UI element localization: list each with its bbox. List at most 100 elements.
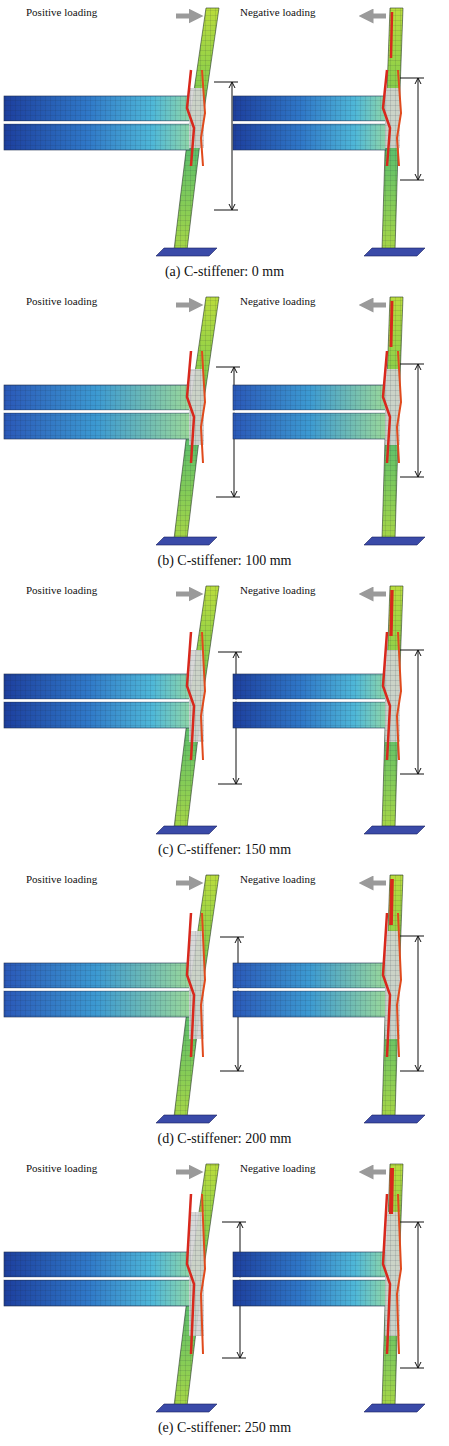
dimension-arrow <box>415 768 421 774</box>
dimension-tick <box>222 1222 246 1223</box>
beam-flange <box>233 413 386 439</box>
loading-label: Negative loading <box>240 873 315 885</box>
negative-loading-model <box>233 1164 425 1412</box>
stress-band <box>391 590 392 636</box>
beam-gap <box>233 700 386 702</box>
load-arrow <box>366 1170 386 1175</box>
negative-loading-model <box>233 8 425 256</box>
dimension-tick <box>218 784 242 785</box>
base-plate <box>364 826 425 834</box>
load-arrow <box>366 881 386 886</box>
dimension-tick <box>400 78 424 79</box>
beam-mesh <box>233 413 386 439</box>
dimension-arrow <box>415 471 421 477</box>
beam-gap <box>233 989 386 991</box>
loading-label: Positive loading <box>26 1162 97 1174</box>
beam-mesh <box>4 96 190 121</box>
dimension-tick <box>400 774 424 775</box>
beam-flange <box>4 1280 190 1306</box>
dimension-line <box>418 364 419 477</box>
loading-label: Positive loading <box>26 295 97 307</box>
beam-mesh <box>4 702 190 728</box>
column-mesh <box>382 1164 403 1406</box>
load-arrow <box>176 303 196 308</box>
load-arrow <box>176 1170 196 1175</box>
stress-band <box>391 879 392 925</box>
dimension-tick <box>220 937 244 938</box>
stress-band <box>187 632 194 760</box>
stress-band <box>201 1194 205 1354</box>
beam-gap <box>4 411 190 413</box>
beam-mesh <box>4 124 190 150</box>
beam-flange <box>233 991 386 1017</box>
dimension-tick <box>214 210 238 211</box>
base-plate <box>156 1404 217 1412</box>
column-mesh <box>382 586 403 828</box>
stress-band <box>397 632 401 760</box>
beam-flange <box>4 413 190 439</box>
beam-flange <box>4 96 190 121</box>
load-arrow <box>366 14 386 19</box>
stress-band <box>383 632 390 760</box>
loading-label: Negative loading <box>240 584 315 596</box>
stress-band <box>187 1194 194 1354</box>
dimension-arrow <box>415 1065 421 1071</box>
beam-flange <box>233 963 386 988</box>
beam-mesh <box>233 674 386 699</box>
column-mesh <box>382 8 403 250</box>
dimension-arrow <box>415 174 421 180</box>
dimension-tick <box>222 1358 246 1359</box>
loading-label: Positive loading <box>26 873 97 885</box>
stress-band <box>383 70 390 166</box>
stress-band <box>397 70 401 166</box>
beam-mesh <box>233 702 386 728</box>
panel-caption: (b) C-stiffener: 100 mm <box>158 553 292 569</box>
stress-band <box>397 913 401 1057</box>
beam-flange <box>4 991 190 1017</box>
beam-flange <box>4 124 190 150</box>
beam-mesh <box>233 385 386 410</box>
dimension-tick <box>400 1222 424 1223</box>
base-plate <box>156 248 217 256</box>
stress-band <box>391 1168 392 1214</box>
column <box>382 297 403 539</box>
beam-flange <box>4 385 190 410</box>
column <box>382 586 403 828</box>
stress-band <box>201 351 205 463</box>
dimension-line <box>418 1222 419 1368</box>
beam-mesh <box>4 413 190 439</box>
negative-loading-model <box>233 297 425 545</box>
beam-gap <box>4 989 190 991</box>
beam-gap <box>4 1278 190 1280</box>
dimension-arrow <box>231 491 237 497</box>
loading-label: Negative loading <box>240 6 315 18</box>
beam-flange <box>233 674 386 699</box>
load-arrow <box>366 592 386 597</box>
dimension-arrow <box>415 650 421 656</box>
positive-loading-model <box>4 297 240 545</box>
dimension-arrow <box>235 1065 241 1071</box>
beam-gap <box>4 700 190 702</box>
dimension-tick <box>220 1071 244 1072</box>
beam-gap <box>233 1278 386 1280</box>
beam-flange <box>4 963 190 988</box>
beam-flange <box>233 385 386 410</box>
dimension-arrow <box>237 1352 243 1358</box>
base-plate <box>364 248 425 256</box>
dimension-arrow <box>231 367 237 373</box>
beam-mesh <box>4 1252 190 1277</box>
dimension-tick <box>400 1368 424 1369</box>
stress-band <box>187 70 194 166</box>
dimension-tick <box>400 1071 424 1072</box>
dimension-tick <box>400 180 424 181</box>
stress-band <box>391 301 392 347</box>
dimension-arrow <box>415 936 421 942</box>
base-plate <box>364 1404 425 1412</box>
positive-loading-model <box>4 586 242 834</box>
beam-mesh <box>233 96 386 121</box>
beam-mesh <box>233 1252 386 1277</box>
beam-flange <box>4 702 190 728</box>
dimension-tick <box>400 936 424 937</box>
beam-mesh <box>4 1280 190 1306</box>
stress-band <box>187 351 194 463</box>
